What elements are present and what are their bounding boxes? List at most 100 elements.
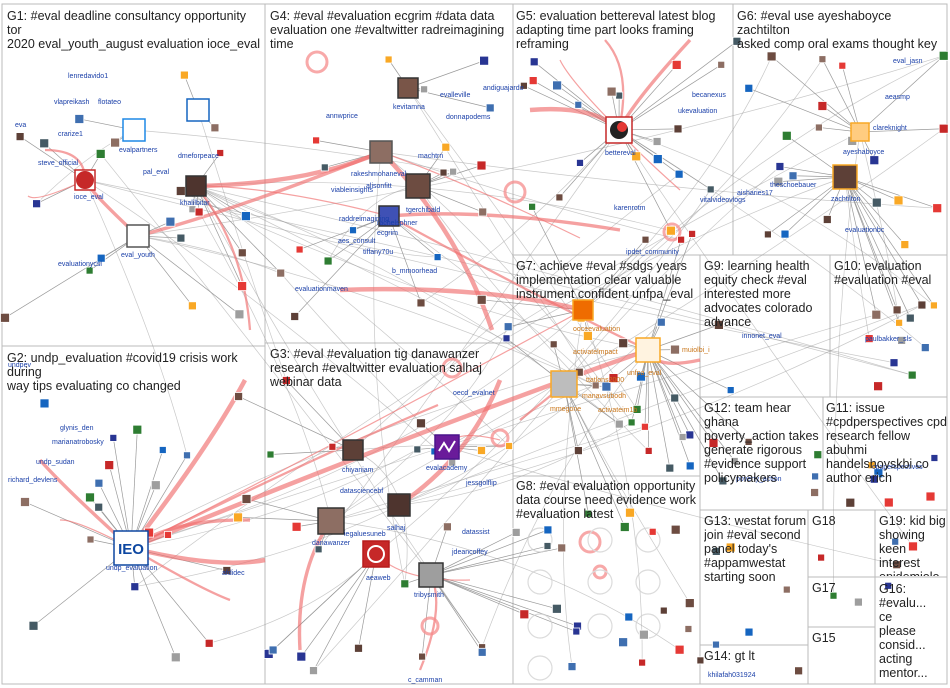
- vertex-node: [291, 521, 302, 532]
- vertex-label: salhaj: [387, 525, 406, 532]
- vertex-label: bettereval: [605, 150, 636, 157]
- vertex-label: cpdperspectives: [872, 464, 923, 471]
- vertex-label: aeaweb: [366, 575, 391, 582]
- group-title-g1: G1: #eval deadline consultancy opportuni…: [7, 9, 260, 51]
- hub-vertex: [126, 224, 150, 248]
- vertex-node: [838, 61, 847, 70]
- vertex-node: [684, 598, 695, 608]
- vertex-node: [519, 609, 530, 620]
- hub-vertex: [342, 439, 364, 461]
- vertex-node: [766, 51, 777, 62]
- vertex-node: [94, 478, 104, 488]
- vertex-label: datasciencebf: [340, 488, 383, 495]
- vertex-node: [323, 256, 333, 266]
- vertex-label: raddreimagining: [339, 216, 389, 223]
- vertex-label: machtrn: [418, 153, 443, 160]
- vertex-node: [627, 418, 636, 427]
- vertex-node: [479, 55, 490, 66]
- vertex-node: [601, 381, 612, 392]
- vertex-label: aisharies17: [737, 190, 773, 197]
- vertex-node: [688, 229, 696, 238]
- vertex-node: [413, 445, 422, 454]
- vertex-node: [529, 57, 539, 67]
- vertex-label: andiguajardo: [483, 85, 524, 92]
- vertex-node: [95, 148, 106, 159]
- vertex-label: dmeforpeace: [178, 153, 219, 160]
- hub-vertex: [113, 530, 149, 566]
- vertex-node: [873, 381, 883, 392]
- vertex-node: [552, 603, 562, 614]
- vertex-node: [854, 597, 863, 607]
- vertex-label: tiffany70u: [363, 249, 393, 256]
- vertex-node: [176, 233, 186, 243]
- vertex-node: [503, 322, 513, 332]
- vertex-node: [572, 627, 581, 636]
- vertex-node: [671, 60, 682, 70]
- vertex-node: [845, 497, 856, 508]
- vertex-node: [583, 330, 593, 341]
- vertex-node: [813, 450, 823, 460]
- vertex-node: [416, 298, 426, 308]
- vertex-node: [677, 235, 685, 244]
- hub-vertex: [832, 164, 858, 190]
- vertex-node: [420, 85, 429, 94]
- vertex-node: [39, 138, 50, 149]
- vertex-node: [666, 225, 676, 236]
- vertex-node: [889, 358, 899, 368]
- hub-vertex: [550, 370, 578, 398]
- vertex-node: [884, 581, 893, 590]
- vertex-label: khalilbitar: [180, 200, 210, 207]
- group-title-g11: G11: issue #cpdperspectives cpd research…: [826, 401, 947, 485]
- vertex-node: [619, 522, 630, 532]
- vertex-label: iegaluesuneb: [344, 531, 386, 538]
- hub-vertex: [362, 540, 390, 568]
- vertex-node: [775, 162, 785, 171]
- vertex-node: [237, 248, 247, 258]
- vertex-node: [895, 318, 903, 327]
- aea-logo-icon: [367, 545, 385, 563]
- vertex-label: clareknight: [873, 125, 907, 132]
- hub-vertex: [418, 562, 444, 588]
- vertex-node: [574, 100, 583, 109]
- vertex-node: [673, 124, 683, 134]
- vertex-node: [652, 137, 662, 146]
- vertex-node: [584, 509, 593, 518]
- vertex-node: [505, 442, 514, 450]
- group-title-g8: G8: #eval evaluation opportunity data co…: [516, 479, 696, 521]
- vertex-node: [638, 658, 646, 667]
- vertex-node: [449, 167, 458, 176]
- vertex-node: [794, 666, 803, 676]
- hub-vertex: [387, 493, 411, 517]
- ieo-logo-icon: IEO: [118, 541, 144, 558]
- group-title-g18: G18: [812, 514, 836, 528]
- vertex-node: [576, 158, 584, 167]
- vertex-node: [718, 476, 728, 486]
- vertex-label: eva: [15, 122, 26, 129]
- vertex-node: [0, 312, 10, 323]
- vertex-node: [477, 647, 487, 657]
- vertex-node: [648, 527, 657, 536]
- vertex-node: [670, 524, 681, 535]
- vertex-node: [104, 460, 115, 471]
- vertex-node: [869, 155, 880, 166]
- vertex-node: [511, 528, 521, 537]
- vertex-node: [897, 335, 906, 345]
- vertex-node: [591, 381, 600, 390]
- vertex-label: jdeancoffey: [451, 549, 488, 556]
- vertex-node: [476, 294, 487, 305]
- vertex-node: [320, 163, 329, 172]
- hub-vertex: [850, 122, 870, 142]
- vertex-node: [567, 662, 577, 671]
- group-title-g6: G6: #eval use ayeshaboyce zachtilton ask…: [737, 9, 938, 51]
- vertex-node: [606, 86, 617, 97]
- vertex-node: [543, 525, 553, 535]
- vertex-node: [782, 585, 791, 594]
- vertex-node: [744, 627, 754, 637]
- vertex-node: [574, 446, 583, 456]
- vertex-node: [183, 451, 191, 460]
- vertex-node: [32, 199, 41, 209]
- vertex-label: richard_devlens: [8, 477, 58, 484]
- vertex-label: activatelmpact: [573, 349, 618, 356]
- vertex-label: karenrotm: [614, 205, 646, 212]
- vertex-label: ayeshaboyce: [843, 149, 884, 156]
